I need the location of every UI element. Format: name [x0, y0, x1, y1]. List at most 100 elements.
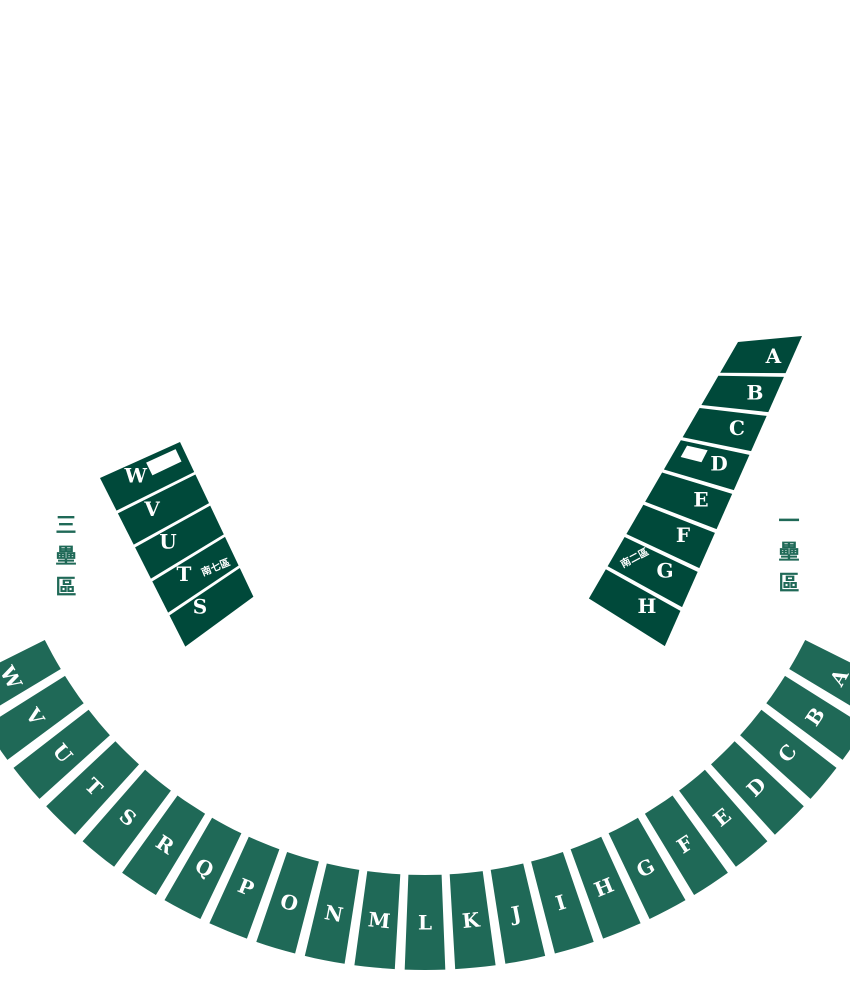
upper-right-notch [680, 445, 708, 463]
lower-section-N[interactable]: N [304, 863, 360, 964]
upper-section-left-U[interactable]: U [135, 505, 224, 579]
third-base-char-2: 壘 [55, 544, 77, 568]
upper-section-left-S-shape[interactable] [169, 568, 254, 647]
lower-section-P[interactable]: P [209, 836, 280, 939]
lower-section-C-shape[interactable] [740, 709, 837, 799]
lower-section-B-shape[interactable] [766, 675, 850, 760]
lower-section-N-shape[interactable] [304, 863, 360, 964]
lower-section-Q[interactable]: Q [164, 817, 242, 919]
lower-section-W-shape[interactable] [0, 640, 61, 718]
upper-section-right-H[interactable]: H [588, 569, 681, 647]
lower-section-F[interactable]: F [644, 795, 728, 896]
lower-section-G[interactable]: G [608, 817, 686, 919]
upper-section-left-W[interactable]: W [100, 442, 195, 511]
upper-section-right-C-shape[interactable] [682, 408, 767, 452]
upper-section-left-T-label: T [177, 562, 192, 586]
lower-section-H[interactable]: H [570, 836, 641, 939]
upper-section-right-A-label: A [765, 344, 782, 368]
upper-left-notch [146, 449, 182, 476]
lower-section-V[interactable]: V [0, 675, 84, 760]
upper-section-left-S-label: S [193, 595, 207, 619]
lower-section-K-shape[interactable] [449, 871, 496, 970]
lower-section-F-shape[interactable] [644, 795, 728, 896]
upper-section-left-T-shape[interactable] [152, 536, 239, 613]
third-base-char-1: 三 [55, 513, 77, 537]
lower-section-V-shape[interactable] [0, 675, 84, 760]
upper-section-left-U-label: U [159, 530, 176, 554]
upper-section-left-U-shape[interactable] [135, 505, 224, 579]
upper-section-right-F[interactable]: F [626, 504, 715, 569]
third-base-zone-label: 三 壘 區 [53, 510, 79, 603]
upper-section-right-H-shape[interactable] [588, 569, 681, 647]
upper-section-right-D-label: D [710, 452, 727, 476]
upper-section-left-V-shape[interactable] [117, 474, 210, 545]
upper-section-right-H-label: H [638, 594, 657, 618]
lower-section-L-label: L [418, 911, 432, 935]
first-base-char-3: 區 [778, 571, 800, 595]
lower-section-O-shape[interactable] [256, 852, 319, 954]
upper-section-left-V-label: V [143, 497, 160, 521]
upper-section-right-A[interactable]: A [720, 336, 802, 374]
lower-section-M[interactable]: M [354, 871, 401, 970]
lower-section-R[interactable]: R [122, 795, 206, 896]
lower-section-T-shape[interactable] [46, 741, 140, 835]
lower-section-T[interactable]: T [46, 741, 140, 835]
lower-section-Q-shape[interactable] [164, 817, 242, 919]
lower-section-M-label: M [367, 907, 391, 933]
lower-section-E[interactable]: E [679, 769, 768, 867]
upper-section-right-B-label: B [747, 380, 764, 404]
lower-section-W[interactable]: W [0, 640, 61, 718]
lower-section-R-shape[interactable] [122, 795, 206, 896]
lower-section-U[interactable]: U [13, 709, 110, 799]
lower-section-L-shape[interactable] [404, 874, 446, 970]
lower-section-S-shape[interactable] [82, 769, 171, 867]
lower-section-P-shape[interactable] [209, 836, 280, 939]
lower-section-K-label: K [461, 907, 481, 933]
upper-section-right-B[interactable]: B [701, 375, 784, 413]
upper-section-left-S[interactable]: S [169, 568, 254, 647]
lower-section-I[interactable]: I [531, 852, 594, 954]
upper-section-right-C-label: C [729, 416, 745, 440]
third-base-char-3: 區 [55, 575, 77, 599]
first-base-char-1: 一 [778, 509, 800, 533]
upper-section-right-E-shape[interactable] [645, 472, 733, 530]
upper-section-right-G-shape[interactable] [607, 537, 698, 608]
lower-section-N-label: N [323, 900, 346, 927]
lower-section-E-shape[interactable] [679, 769, 768, 867]
upper-section-right-B-shape[interactable] [701, 375, 784, 413]
upper-section-right-C[interactable]: C [682, 408, 767, 452]
lower-section-H-shape[interactable] [570, 836, 641, 939]
lower-section-A-shape[interactable] [789, 640, 850, 718]
lower-section-I-shape[interactable] [531, 852, 594, 954]
lower-section-D[interactable]: D [711, 741, 804, 835]
upper-section-right-D[interactable]: D [663, 440, 750, 491]
upper-section-left-W-label: W [123, 464, 147, 488]
lower-section-K[interactable]: K [449, 871, 496, 970]
upper-section-right-A-shape[interactable] [720, 336, 802, 374]
lower-section-S[interactable]: S [82, 769, 171, 867]
first-base-zone-label: 一 壘 區 [776, 506, 802, 599]
lower-section-O[interactable]: O [256, 852, 319, 954]
lower-section-B[interactable]: B [766, 675, 850, 760]
lower-section-C[interactable]: C [740, 709, 837, 799]
lower-section-M-shape[interactable] [354, 871, 401, 970]
lower-section-J[interactable]: J [490, 863, 546, 964]
lower-section-L[interactable]: L [404, 874, 446, 970]
lower-section-D-shape[interactable] [711, 741, 804, 835]
lower-section-U-shape[interactable] [13, 709, 110, 799]
upper-section-right-E[interactable]: E [645, 472, 733, 530]
lower-section-A[interactable]: A [789, 640, 850, 718]
upper-section-right-G-label: G [656, 559, 673, 583]
first-base-char-2: 壘 [778, 540, 800, 564]
upper-section-left-V[interactable]: V [117, 474, 210, 545]
lower-section-J-shape[interactable] [490, 863, 546, 964]
lower-section-O-label: O [278, 889, 302, 917]
upper-section-right-F-shape[interactable] [626, 504, 715, 569]
lower-section-G-shape[interactable] [608, 817, 686, 919]
